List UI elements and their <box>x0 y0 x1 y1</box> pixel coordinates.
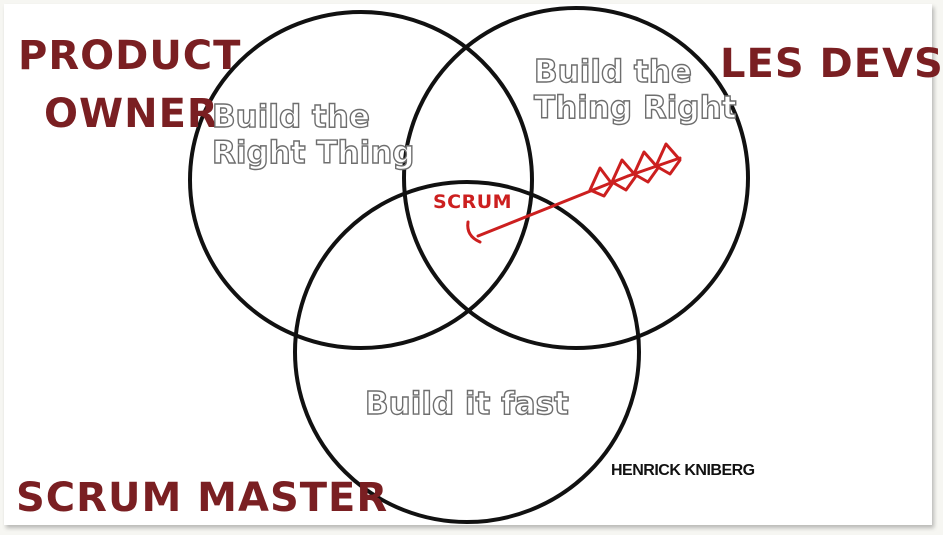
scrum-center-label: SCRUM <box>433 191 513 213</box>
product-owner-title-line2: OWNER <box>44 91 219 137</box>
scrum-master-caption: Build it fast <box>364 386 569 423</box>
product-owner-caption-line2: Right Thing <box>211 134 415 171</box>
devs-caption-line2: Thing Right <box>533 89 737 126</box>
whiteboard <box>4 4 932 525</box>
product-owner-circle <box>188 10 534 350</box>
product-owner-title: PRODUCT OWNER <box>18 36 241 134</box>
product-owner-title-line1: PRODUCT <box>18 33 242 79</box>
product-owner-caption: Build the Right Thing <box>211 99 415 171</box>
devs-caption: Build the Thing Right <box>533 54 737 126</box>
devs-circle <box>402 6 750 350</box>
arrow-icon <box>466 142 682 244</box>
devs-title: LES DEVS <box>720 41 943 87</box>
devs-caption-line1: Build the <box>533 54 692 91</box>
scrum-master-circle <box>293 180 641 524</box>
scrum-master-title: SCRUM MASTER <box>16 475 389 521</box>
product-owner-caption-line1: Build the <box>211 99 370 136</box>
author-credit: HENRICK KNIBERG <box>611 462 755 479</box>
